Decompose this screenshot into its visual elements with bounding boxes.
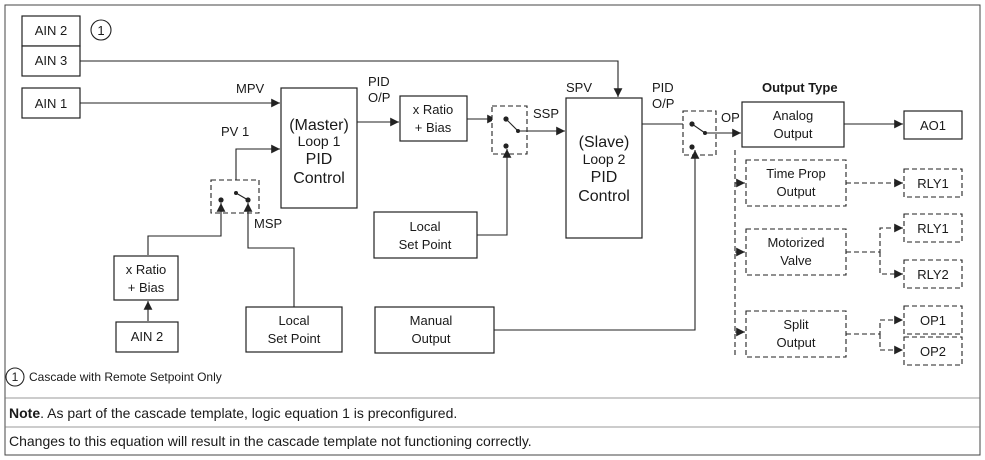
manual-to-switch [494,150,700,331]
pid-op-slave-b: O/P [652,96,674,111]
time-prop-output-box: Time Prop Output [745,159,847,207]
ratio-top-l2: + Bias [415,120,452,135]
local-sp-slave-box: Local Set Point [373,211,478,259]
footnote-marker-top: 1 [90,19,112,41]
mpv-label: MPV [236,81,265,96]
local-sp-slave-l2: Set Point [399,237,452,252]
ratio-top-box: x Ratio + Bias [399,95,468,142]
local-sp-master-l1: Local [278,313,309,328]
ain3-to-slave-line [80,60,623,97]
ain2-bottom-label: AIN 2 [131,329,164,344]
pid-op-master-a: PID [368,74,390,89]
analog-output-l1: Analog [773,108,813,123]
local-sp-master-to-switch [243,203,295,307]
output-type-title: Output Type [762,80,838,95]
op2-box: OP2 [903,336,963,366]
motorized-valve-box: Motorized Valve [745,228,847,276]
ratio-left-l2: + Bias [128,280,165,295]
split-to-op1 [846,315,903,335]
ao1-box: AO1 [903,110,963,140]
ain2-top-label: AIN 2 [35,23,68,38]
spv-label: SPV [566,80,592,95]
ratio-left-box: x Ratio + Bias [113,255,179,301]
master-l1: (Master) [289,117,349,134]
note-line-2: Changes to this equation will result in … [9,433,532,449]
ain3-box: AIN 3 [21,45,81,77]
master-l3: PID [306,151,333,168]
ratio-left-to-switch [147,203,226,255]
pv1-line [235,144,280,193]
note-bold: Note [9,405,40,421]
slave-l3: PID [591,169,618,186]
slave-pid-box: (Slave) Loop 2 PID Control [565,97,643,239]
analog-output-box: Analog Output [741,101,845,148]
note-line-1: Note. As part of the cascade template, l… [9,405,457,421]
master-l4: Control [293,170,345,187]
slave-l4: Control [578,188,630,205]
motorized-l2: Valve [780,253,812,268]
slave-l2: Loop 2 [583,151,626,167]
pid-op-slave-a: PID [652,80,674,95]
footnote-text: Cascade with Remote Setpoint Only [29,370,222,384]
op-label: OP [721,110,740,125]
local-sp-master-box: Local Set Point [245,306,343,353]
slave-l1: (Slave) [579,134,630,151]
rly2-label: RLY2 [917,267,949,282]
rly1-b-box: RLY1 [903,213,963,243]
time-prop-l2: Output [776,184,815,199]
master-pid-box: (Master) Loop 1 PID Control [280,87,358,209]
op1-box: OP1 [903,305,963,335]
pv1-label: PV 1 [221,124,249,139]
footnote-marker-label: 1 [97,23,104,38]
ain2-bottom-box: AIN 2 [115,321,179,353]
rly1-a-label: RLY1 [917,176,949,191]
split-output-box: Split Output [745,310,847,358]
local-sp-master-l2: Set Point [268,331,321,346]
ratio-top-l1: x Ratio [413,102,453,117]
ao1-label: AO1 [920,118,946,133]
split-l1: Split [783,317,809,332]
split-l2: Output [776,335,815,350]
ain3-label: AIN 3 [35,53,68,68]
local-sp-slave-l1: Local [409,219,440,234]
slave-sp-switch [491,105,528,155]
ain2-top-box: AIN 2 [21,15,81,47]
rly1-a-box: RLY1 [903,168,963,198]
rly1-b-label: RLY1 [917,221,949,236]
master-sp-switch [210,179,260,214]
footnote-marker-bottom: 1 [12,370,19,384]
motorized-l1: Motorized [767,235,824,250]
master-l2: Loop 1 [298,133,341,149]
manual-output-l1: Manual [410,313,453,328]
ssp-label: SSP [533,106,559,121]
ain1-label: AIN 1 [35,96,68,111]
op2-label: OP2 [920,344,946,359]
ratio-left-l1: x Ratio [126,262,166,277]
local-sp-slave-to-switch [477,149,512,236]
motorized-to-rly1 [846,223,903,253]
op1-label: OP1 [920,313,946,328]
time-prop-l1: Time Prop [766,166,825,181]
analog-output-l2: Output [773,126,812,141]
manual-output-box: Manual Output [374,306,495,354]
msp-label: MSP [254,216,282,231]
ain1-box: AIN 1 [21,87,81,119]
rly2-box: RLY2 [903,259,963,289]
note-line1-text: . As part of the cascade template, logic… [40,405,457,421]
manual-output-l2: Output [411,331,450,346]
footnote: 1 Cascade with Remote Setpoint Only [5,367,222,387]
pid-op-master-b: O/P [368,90,390,105]
split-to-op2 [879,334,903,355]
